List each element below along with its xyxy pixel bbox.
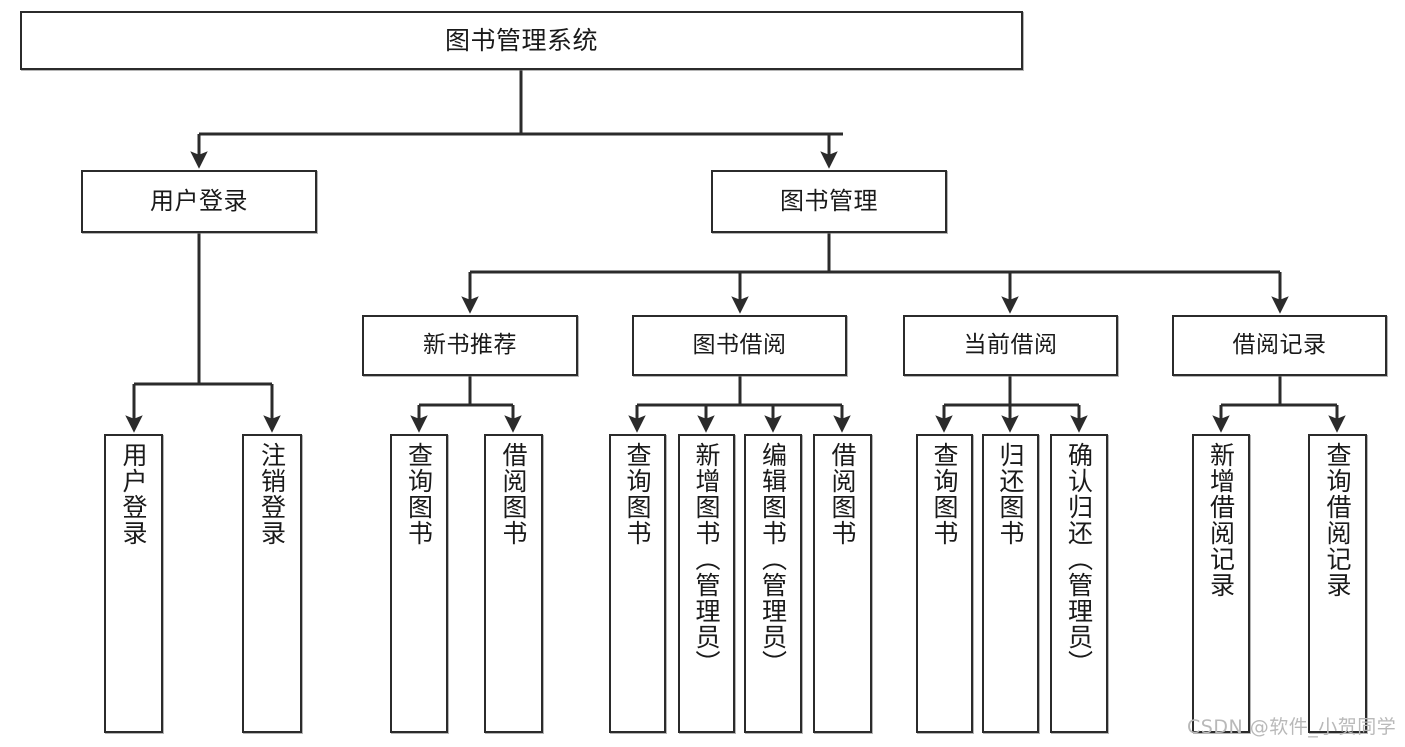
node-label: 新书推荐 xyxy=(423,331,517,358)
node-label: 查询图书 xyxy=(623,442,652,546)
node-label: 新增借阅记录 xyxy=(1206,442,1236,598)
node-label: 图书管理 xyxy=(780,187,878,216)
node-label: 图书借阅 xyxy=(692,331,787,358)
node-label: 新增图书（管理员） xyxy=(692,442,721,676)
node-label: 借阅图书 xyxy=(499,442,528,546)
node-label: 借阅图书 xyxy=(828,442,857,546)
node-label: 注销登录 xyxy=(257,442,287,546)
node-label: 用户登录 xyxy=(150,187,248,216)
csdn-watermark: CSDN @软件_小贺同学 xyxy=(1187,716,1397,738)
node-user-login[interactable]: 用户登录 xyxy=(81,170,317,233)
node-label: 编辑图书（管理员） xyxy=(758,442,788,676)
node-label: 归还图书 xyxy=(996,442,1025,546)
node-leaf-borrow-book-1[interactable]: 借阅图书 xyxy=(484,434,543,733)
node-leaf-return-book[interactable]: 归还图书 xyxy=(982,434,1039,733)
node-label: 图书管理系统 xyxy=(444,25,598,55)
node-leaf-add-record[interactable]: 新增借阅记录 xyxy=(1192,434,1250,733)
node-leaf-query-book-1[interactable]: 查询图书 xyxy=(390,434,448,733)
node-leaf-query-record[interactable]: 查询借阅记录 xyxy=(1308,434,1367,733)
node-leaf-borrow-book-2[interactable]: 借阅图书 xyxy=(813,434,872,733)
node-label: 当前借阅 xyxy=(963,331,1058,358)
node-label: 用户登录 xyxy=(119,442,148,546)
node-leaf-confirm-return[interactable]: 确认归还（管理员） xyxy=(1050,434,1108,733)
node-current-borrow[interactable]: 当前借阅 xyxy=(903,315,1118,376)
node-book-borrow[interactable]: 图书借阅 xyxy=(632,315,847,376)
node-leaf-logout[interactable]: 注销登录 xyxy=(242,434,302,733)
node-leaf-edit-book[interactable]: 编辑图书（管理员） xyxy=(744,434,802,733)
node-new-book-recommend[interactable]: 新书推荐 xyxy=(362,315,578,376)
node-book-manage[interactable]: 图书管理 xyxy=(711,170,947,233)
node-leaf-user-login[interactable]: 用户登录 xyxy=(104,434,163,733)
node-label: 确认归还（管理员） xyxy=(1064,442,1094,676)
node-root-system[interactable]: 图书管理系统 xyxy=(20,11,1023,70)
node-leaf-query-book-2[interactable]: 查询图书 xyxy=(609,434,666,733)
node-label: 查询图书 xyxy=(930,442,959,546)
node-label: 借阅记录 xyxy=(1232,331,1327,358)
node-label: 查询借阅记录 xyxy=(1323,442,1352,598)
node-leaf-query-book-3[interactable]: 查询图书 xyxy=(916,434,973,733)
node-borrow-record[interactable]: 借阅记录 xyxy=(1172,315,1387,376)
node-leaf-add-book[interactable]: 新增图书（管理员） xyxy=(678,434,735,733)
node-label: 查询图书 xyxy=(404,442,434,546)
